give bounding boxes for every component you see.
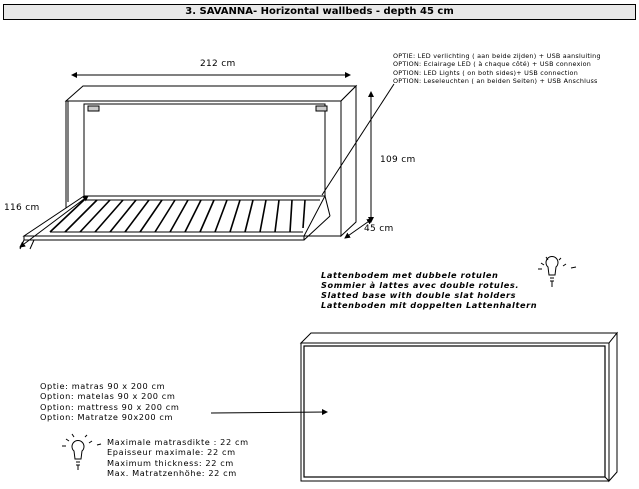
led-pointer-line [321,83,395,196]
led-option-fr: OPTION: Eclairage LED ( à chaque côté) +… [393,60,592,69]
open-wallbed [19,84,358,250]
slatted-base-fr: Sommier à lattes avec double rotules. [321,280,520,290]
thickness-de: Max. Matratzenhöhe: 22 cm [107,468,237,479]
slatted-base-en: Slatted base with double slat holders [321,290,517,300]
mattress-pointer-line [210,409,328,416]
led-option-de: OPTION: Leseleuchten ( an beiden Seiten)… [393,77,598,86]
height-label: 109 cm [380,155,416,165]
dimension-arrows [19,72,374,248]
closed-wallbed [299,331,619,483]
mattress-options: Optie: matras 90 x 200 cm Option: matela… [40,381,179,423]
thickness-en: Maximum thickness: 22 cm [107,457,234,468]
mattress-thickness: Maximale matrasdikte : 22 cm Epaisseur m… [107,437,249,479]
mattress-option-fr: Option: matelas 90 x 200 cm [40,391,176,402]
length-label: 116 cm [4,203,40,213]
led-option-nl: OPTIE: LED verlichting ( aan beide zijde… [393,52,601,60]
width-label: 212 cm [200,59,236,69]
mattress-option-de: Option: Matratze 90x200 cm [40,412,174,423]
thickness-nl: Maximale matrasdikte : 22 cm [107,437,249,447]
page-title: 3. SAVANNA- Horizontal wallbeds - depth … [3,4,636,20]
thickness-fr: Epaisseur maximale: 22 cm [107,447,236,458]
slatted-base-de: Lattenboden mit doppelten Lattenhaltern [321,300,538,310]
slatted-base-text: Lattenbodem met dubbele rotulen Sommier … [321,270,537,310]
mattress-option-nl: Optie: matras 90 x 200 cm [40,381,166,391]
lightbulb-icon [538,256,577,287]
slatted-base-nl: Lattenbodem met dubbele rotulen [321,270,499,280]
mattress-option-en: Option: mattress 90 x 200 cm [40,401,180,412]
led-options: OPTIE: LED verlichting ( aan beide zijde… [393,52,601,86]
depth-label: 45 cm [364,224,394,234]
led-option-en: OPTION: LED Lights ( on both sides)+ USB… [393,68,579,77]
lightbulb-icon [62,433,102,470]
